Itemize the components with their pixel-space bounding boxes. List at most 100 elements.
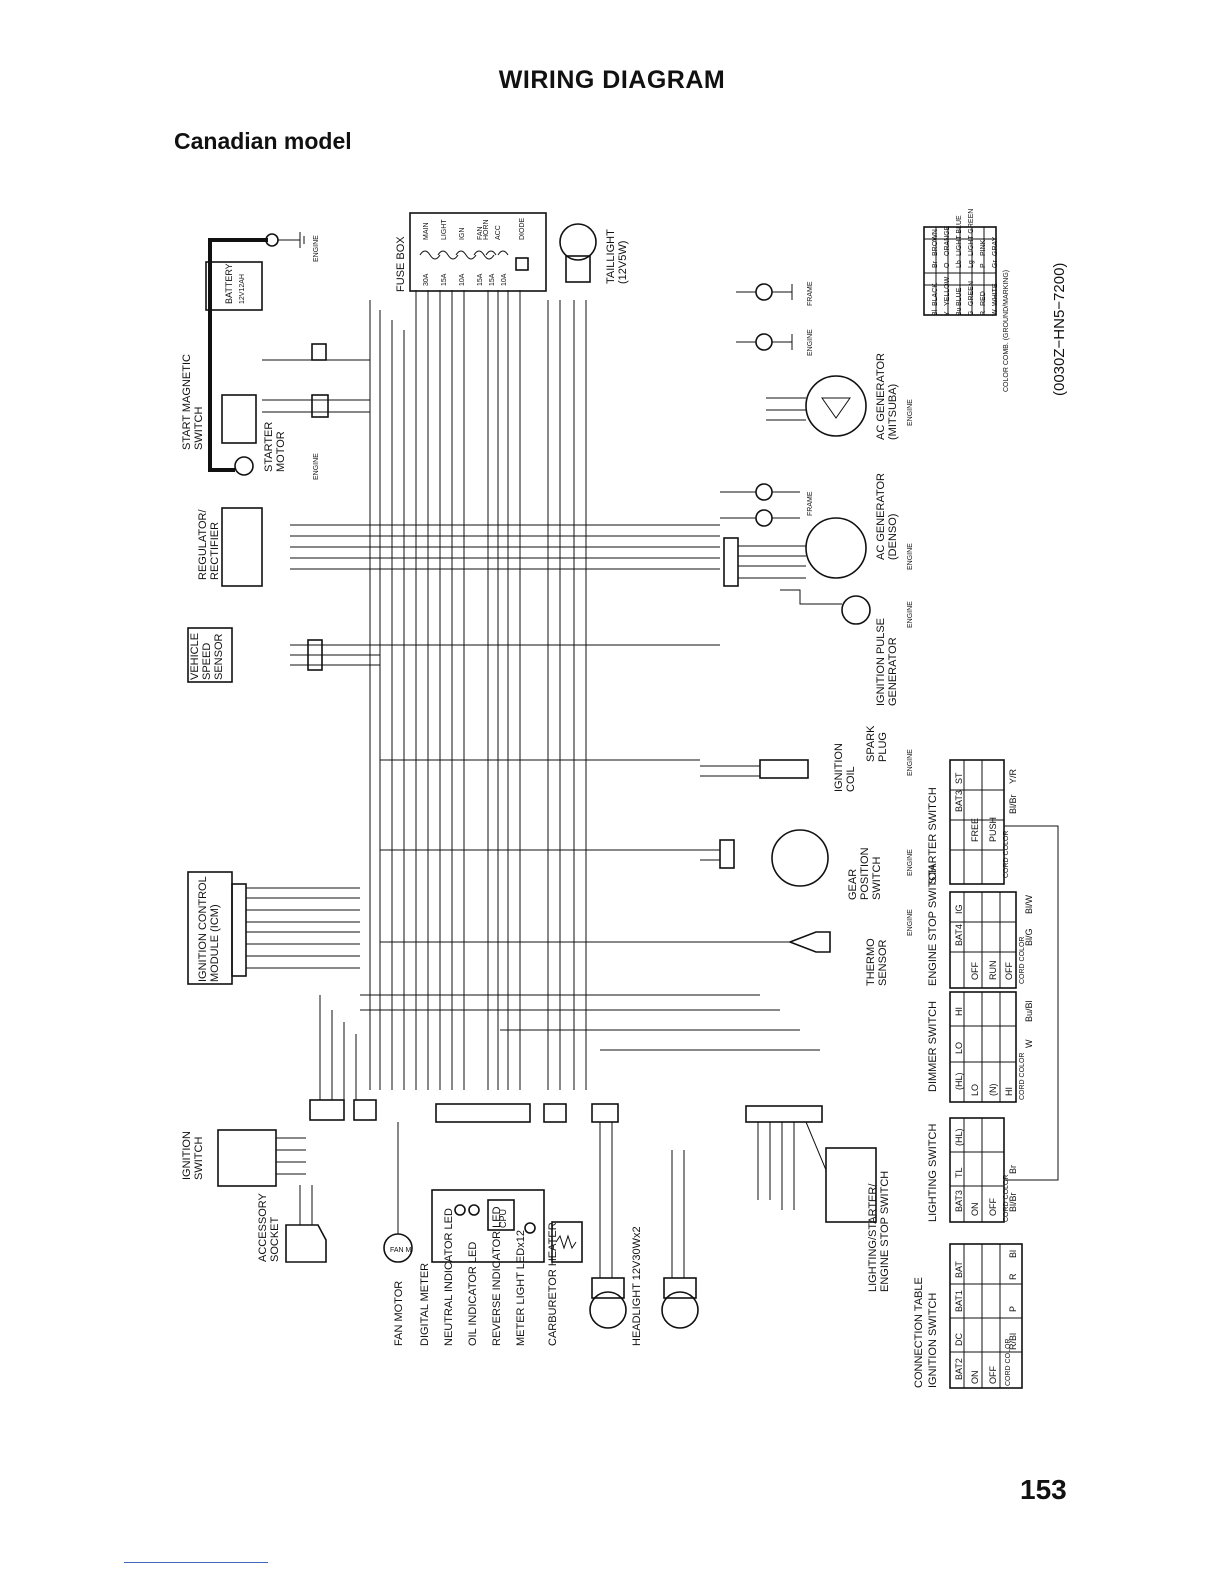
svg-text:MAIN: MAIN (423, 223, 430, 241)
lighting-switch-table (949, 1117, 1005, 1223)
gear-position-switch: GEAR POSITION SWITCH ENGINE (700, 829, 914, 900)
gps-label-2: POSITION (859, 847, 871, 900)
svg-text:Br: Br (1008, 1165, 1018, 1174)
dimmer-switch-table (949, 991, 1017, 1103)
ground-label: FRAME (807, 281, 814, 306)
ipg-label-2: GENERATOR (887, 637, 899, 706)
regulator-label-1: REGULATOR/ (197, 509, 209, 580)
ground-label: FRAME (807, 491, 814, 516)
icm-label-2: MODULE (ICM) (209, 904, 221, 982)
svg-text:Bl/Br: Bl/Br (1008, 1192, 1018, 1212)
svg-text:Y/R: Y/R (1008, 768, 1018, 784)
color-legend-text: Bl BLACK Br BROWN Y YELLOW O ORANGE Bu B… (932, 209, 1010, 392)
fan-motor-label: FAN MOTOR (393, 1281, 405, 1346)
ignition-pulse-generator: IGNITION PULSE GENERATOR ENGINE (780, 589, 914, 706)
starter-motor-label-2: MOTOR (275, 431, 287, 472)
battery-group: BATTERY 12V12AH ENGINE START MAGNETIC SW… (181, 232, 370, 480)
svg-text:OFF: OFF (970, 962, 980, 980)
svg-text:HI: HI (954, 1007, 964, 1016)
ignition-switch-label-2: SWITCH (193, 1137, 205, 1180)
ground-label: ENGINE (907, 399, 914, 426)
acg-mitsuba-label-1: AC GENERATOR (875, 353, 887, 440)
ground-terminal-icon (755, 483, 773, 501)
svg-text:LIGHT BLUE: LIGHT BLUE (956, 215, 963, 256)
svg-text:Bl: Bl (1008, 1250, 1018, 1258)
svg-text:ST: ST (954, 772, 964, 784)
svg-text:BAT3: BAT3 (954, 790, 964, 812)
thermo-label-2: SENSOR (877, 939, 889, 986)
svg-text:(HL): (HL) (954, 1072, 964, 1090)
spark-plug-label-1: SPARK (865, 725, 877, 762)
dimmer-switch-title: DIMMER SWITCH (927, 1001, 939, 1092)
acg-denso-label-2: (DENSO) (887, 514, 899, 560)
svg-text:ON: ON (970, 1203, 980, 1217)
acg-denso-label-1: AC GENERATOR (875, 473, 887, 560)
svg-text:RUN: RUN (988, 961, 998, 981)
ignition-coil-icon (759, 759, 809, 779)
svg-text:FAN: FAN (477, 226, 484, 240)
svg-text:R: R (980, 311, 987, 316)
thermo-sensor-icon (787, 931, 831, 953)
svg-text:LO: LO (954, 1042, 964, 1054)
vss-label-3: SENSOR (213, 633, 225, 680)
color-legend (923, 226, 997, 316)
digital-meter-label: DIGITAL METER (419, 1263, 431, 1346)
handlebar-switch-symbol (825, 1147, 877, 1223)
fan-motor-symbol: FAN M (390, 1247, 412, 1254)
fuse-box-label: FUSE BOX (395, 236, 407, 292)
ground-icon (278, 232, 305, 248)
gear-switch-icon (771, 829, 829, 887)
headlight-label: HEADLIGHT 12V30Wx2 (631, 1226, 643, 1346)
color-legend-note: COLOR COMB. (GROUND/MARKING) (1003, 270, 1010, 392)
led-icon (468, 1204, 480, 1216)
accessory-socket-label-1: ACCESSORY (257, 1192, 269, 1262)
svg-text:OFF: OFF (988, 1198, 998, 1216)
gps-label-1: GEAR (847, 869, 859, 900)
starter-switch-title: STARTER SWITCH (927, 787, 939, 884)
svg-text:G: G (968, 311, 975, 316)
grounds-top: FRAME ENGINE (736, 281, 814, 356)
svg-text:Bl/W: Bl/W (1024, 894, 1034, 914)
gps-label-3: SWITCH (871, 857, 883, 900)
part-number: (0030Z−HN5−7200) (1051, 263, 1068, 396)
battery-spec: 12V12AH (239, 274, 246, 304)
svg-text:15A: 15A (441, 273, 448, 286)
bottom-components: FAN M CPU FAN MOTOR DIGITAL METER NEUTRA… (383, 1122, 699, 1346)
svg-text:CORD COLOR: CORD COLOR (1003, 1175, 1010, 1222)
ignition-switch-group: IGNITION SWITCH ACCESSORY SOCKET (181, 1129, 327, 1263)
ground-terminal-icon (755, 333, 773, 351)
svg-text:LIGHT: LIGHT (441, 219, 448, 240)
meter-light-label: METER LIGHT LEDx12 (515, 1230, 527, 1346)
accessory-socket-label-2: SOCKET (269, 1216, 281, 1262)
svg-text:BLACK: BLACK (932, 283, 939, 306)
svg-text:LO: LO (970, 1084, 980, 1096)
spark-plug-label-2: PLUG (877, 732, 889, 762)
ignition-coil-label-2: COIL (845, 766, 857, 792)
thermo-label-1: THERMO (865, 938, 877, 986)
ground-label: ENGINE (907, 749, 914, 776)
page-number: 153 (1020, 1474, 1067, 1505)
svg-text:CORD COLOR: CORD COLOR (1003, 831, 1010, 878)
ignition-switch-table (949, 1243, 1023, 1389)
vss-symbol (187, 627, 233, 683)
start-magnetic-switch-label-2: SWITCH (193, 407, 205, 450)
pulse-generator-icon (841, 595, 871, 625)
svg-text:DC: DC (954, 1333, 964, 1346)
led-icon (454, 1204, 466, 1216)
svg-text:YELLOW: YELLOW (944, 276, 951, 306)
svg-text:Bl: Bl (932, 309, 939, 316)
ground-label: ENGINE (807, 329, 814, 356)
svg-text:Br: Br (932, 260, 939, 268)
svg-text:O: O (944, 262, 951, 268)
handlebar-switch-label-2: ENGINE STOP SWITCH (879, 1171, 891, 1292)
ground-terminal-icon (755, 509, 773, 527)
svg-text:DIODE: DIODE (519, 218, 526, 241)
handlebar-switch: LIGHTING/STARTER/ ENGINE STOP SWITCH (745, 1105, 891, 1292)
svg-text:30A: 30A (423, 273, 430, 286)
svg-text:PUSH: PUSH (988, 817, 998, 842)
ground-label: ENGINE (907, 849, 914, 876)
svg-text:Bu: Bu (956, 307, 963, 316)
icm-label-1: IGNITION CONTROL (197, 876, 209, 982)
svg-text:R/Bl: R/Bl (1008, 1333, 1018, 1350)
svg-text:Bl/Br: Bl/Br (1008, 794, 1018, 814)
